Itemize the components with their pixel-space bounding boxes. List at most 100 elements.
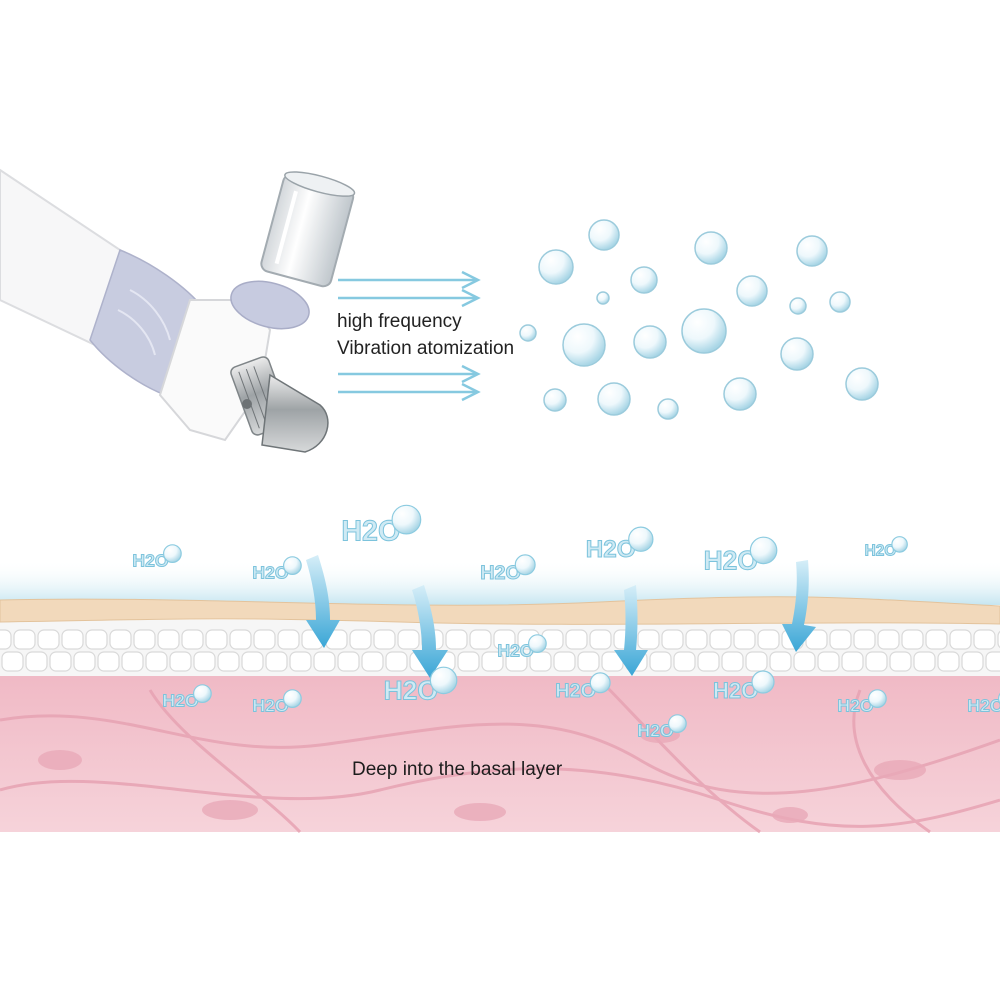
epidermis-cell [589, 629, 612, 650]
h2o-molecule: H2O [480, 554, 536, 585]
epidermis-cell [157, 629, 180, 650]
epidermis-cell [829, 629, 852, 650]
epidermis-cell [205, 629, 228, 650]
epidermis-cell [901, 629, 924, 650]
epidermis-cell [253, 629, 276, 650]
epidermis-cell [313, 651, 336, 672]
atomization-caption-line1: high frequency [337, 311, 462, 332]
epidermis-cell [637, 629, 660, 650]
epidermis-cell [877, 629, 900, 650]
h2o-molecule: H2O [132, 544, 182, 571]
epidermis-cell [913, 651, 936, 672]
epidermis-cell [889, 651, 912, 672]
epidermis-cell [793, 651, 816, 672]
h2o-molecule: H2O [585, 526, 654, 563]
svg-text:H2O: H2O [132, 550, 168, 570]
epidermis-cell [193, 651, 216, 672]
svg-text:H2O: H2O [384, 676, 438, 706]
epidermis-cell [649, 651, 672, 672]
epidermis-cell [37, 629, 60, 650]
atomization-caption-line2: Vibration atomization [337, 338, 515, 359]
h2o-molecule: H2O [967, 692, 1000, 716]
svg-text:H2O: H2O [341, 515, 400, 547]
svg-text:H2O: H2O [497, 640, 533, 660]
epidermis-cell [385, 651, 408, 672]
epidermis-cell [745, 651, 768, 672]
svg-text:H2O: H2O [480, 562, 521, 584]
epidermis-cell [493, 629, 516, 650]
svg-text:H2O: H2O [713, 678, 758, 703]
epidermis-cell [469, 629, 492, 650]
h2o-molecules: H2O H2O H2O H2O H2O H2O H2O H2O H2O H2O H2O H2O H2O H… [132, 504, 1000, 741]
h2o-molecule: H2O [637, 714, 687, 741]
svg-text:H2O: H2O [586, 536, 636, 563]
epidermis-cell [925, 629, 948, 650]
mist-arrows [338, 270, 481, 402]
epidermis-cell [577, 651, 600, 672]
svg-text:H2O: H2O [865, 543, 897, 560]
epidermis-cell [697, 651, 720, 672]
epidermis-cell [85, 629, 108, 650]
skin-caption: Deep into the basal layer [352, 759, 563, 780]
epidermis-cell [445, 629, 468, 650]
epidermis-cell [265, 651, 288, 672]
epidermis-cell [0, 629, 12, 650]
epidermis-cell [73, 651, 96, 672]
epidermis-cell [349, 629, 372, 650]
epidermis-cell [373, 629, 396, 650]
epidermis-cell [49, 651, 72, 672]
epidermis-cell [277, 629, 300, 650]
epidermis-cell [241, 651, 264, 672]
epidermis-cell [853, 629, 876, 650]
h2o-molecule: H2O [252, 556, 302, 583]
h2o-molecule: H2O [162, 684, 212, 711]
epidermis-cell [97, 651, 120, 672]
svg-text:H2O: H2O [967, 695, 1000, 715]
h2o-molecule: H2O [341, 504, 422, 548]
epidermis-cell [685, 629, 708, 650]
epidermis-cell [289, 651, 312, 672]
epidermis-cell [217, 651, 240, 672]
h2o-molecule: H2O [555, 672, 611, 703]
epidermis-cell [553, 651, 576, 672]
epidermis-cell [133, 629, 156, 650]
epidermis-cell [457, 651, 480, 672]
epidermis-cell [973, 629, 996, 650]
epidermis-cell [337, 651, 360, 672]
epidermis-cell [865, 651, 888, 672]
epidermis-cell [673, 651, 696, 672]
epidermis-cell [841, 651, 864, 672]
epidermis-cell [721, 651, 744, 672]
epidermis-cell [13, 629, 36, 650]
epidermis-cell [505, 651, 528, 672]
svg-text:H2O: H2O [637, 720, 673, 740]
epidermis-cell [481, 651, 504, 672]
epidermis-cell [817, 651, 840, 672]
epidermis-cell [769, 651, 792, 672]
epidermis-cell [709, 629, 732, 650]
epidermis-cell [757, 629, 780, 650]
svg-text:H2O: H2O [837, 695, 873, 715]
epidermis-cell [25, 651, 48, 672]
epidermis-cell [181, 629, 204, 650]
h2o-molecule: H2O [713, 670, 775, 704]
epidermis-cell [985, 651, 1000, 672]
h2o-molecule: H2O [383, 666, 458, 706]
epidermis-cell [61, 629, 84, 650]
epidermis-cell [397, 629, 420, 650]
svg-text:H2O: H2O [555, 680, 596, 702]
epidermis-cell [109, 629, 132, 650]
svg-text:H2O: H2O [704, 546, 758, 576]
h2o-molecule: H2O [497, 634, 547, 661]
h2o-molecule: H2O [837, 689, 887, 716]
hydro-handpiece-icon [0, 168, 356, 453]
h2o-molecule: H2O [864, 536, 908, 560]
downward-arrow-icon [306, 555, 816, 678]
epidermis-cell [961, 651, 984, 672]
epidermis-cell [169, 651, 192, 672]
epidermis-cell [229, 629, 252, 650]
epidermis-cell [361, 651, 384, 672]
water-droplet-icon [519, 219, 879, 420]
epidermis-cell [145, 651, 168, 672]
